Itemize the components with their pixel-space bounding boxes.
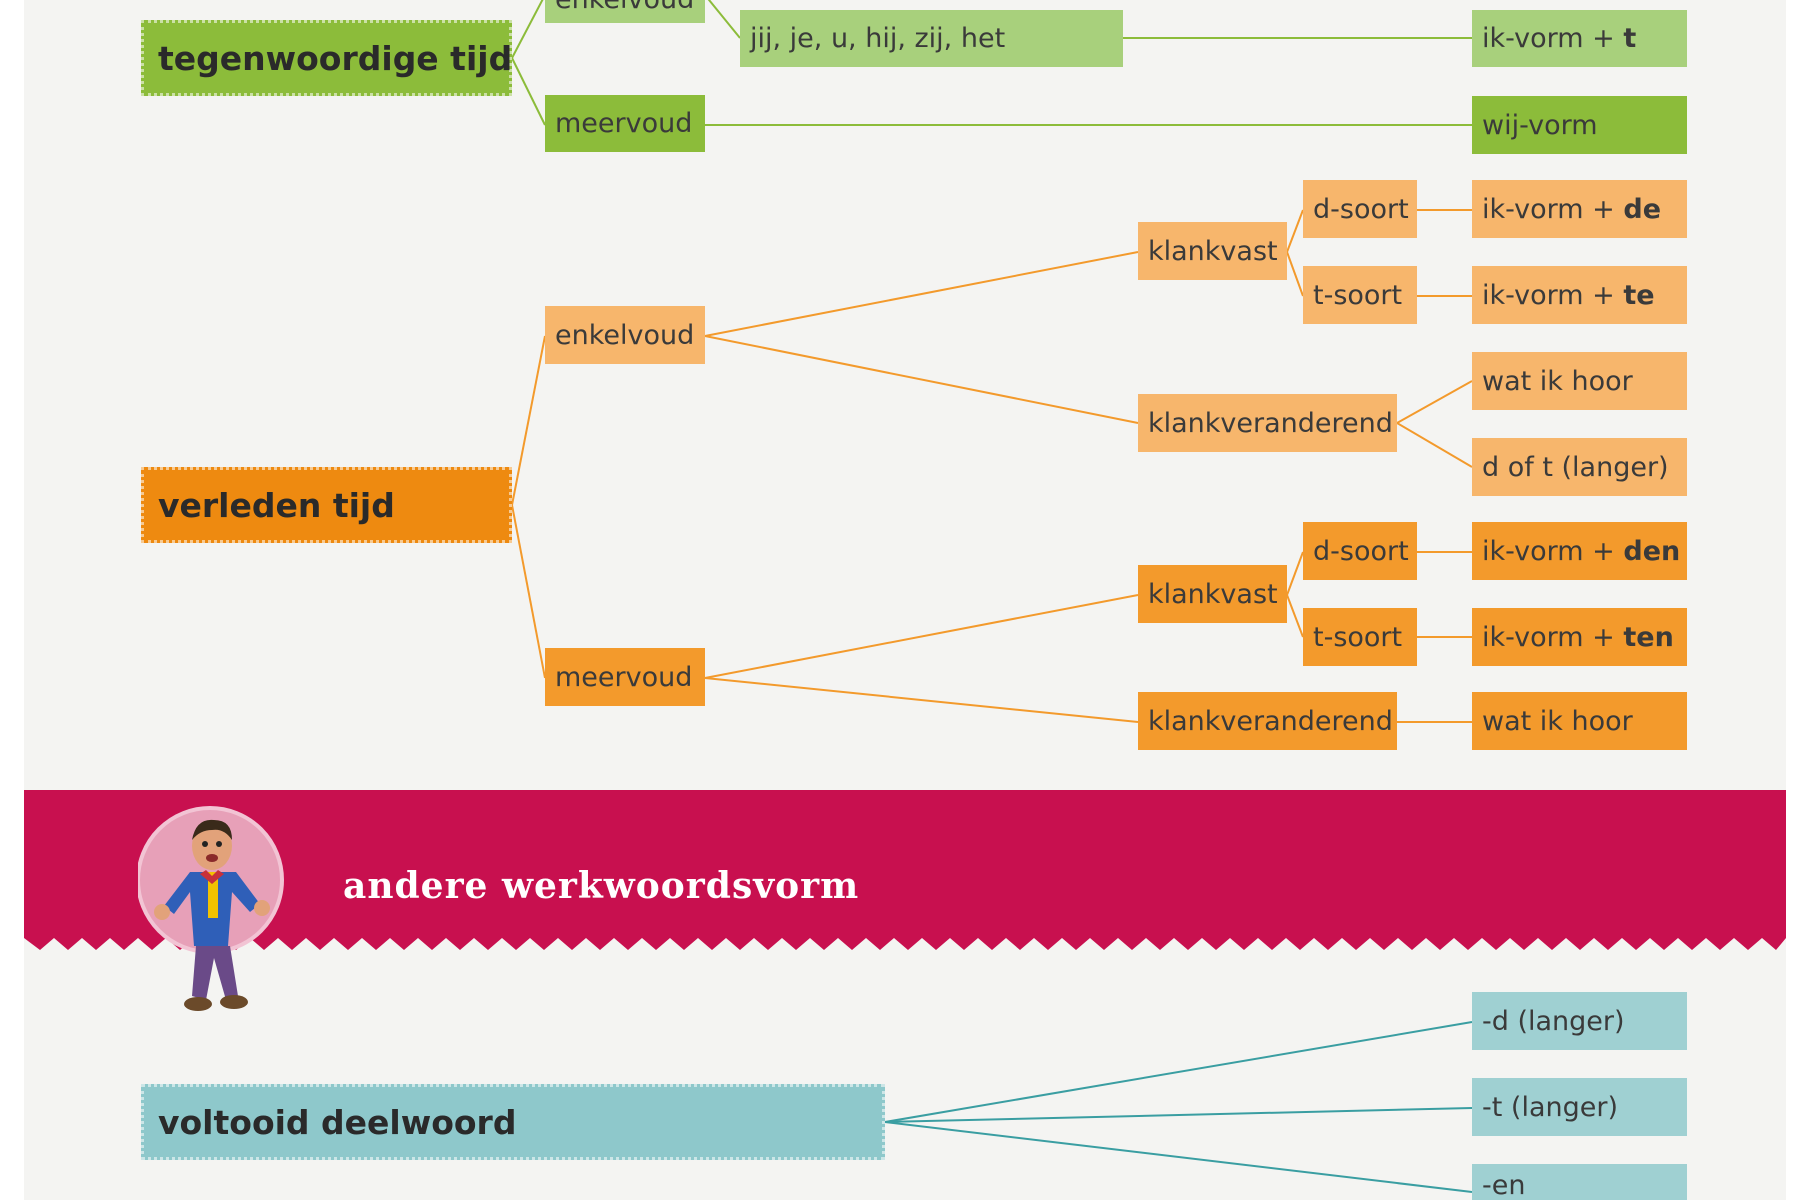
node-past-sg-klankvast: klankvast xyxy=(1138,222,1287,280)
node-past-pl-klankvast: klankvast xyxy=(1138,565,1287,623)
node-present-plural-rule: wij-vorm xyxy=(1472,96,1687,154)
node-participle-t: -t (langer) xyxy=(1472,1078,1687,1136)
node-present-tense: tegenwoordige tijd xyxy=(141,20,512,96)
node-past-tense: verleden tijd xyxy=(141,467,512,543)
node-past-sg-d-rule-ending: de xyxy=(1623,193,1662,225)
node-past-sg-d-rule-base: ik-vorm + xyxy=(1482,193,1615,225)
node-past-participle: voltooid deelwoord xyxy=(141,1084,885,1160)
node-past-sg-t-rule-ending: te xyxy=(1623,279,1655,311)
node-present-persons-rule-ending: t xyxy=(1623,23,1637,54)
line-sg-klankvast xyxy=(704,251,1139,337)
line-present-plural xyxy=(511,57,546,126)
node-past-sg-t-soort-label: t-soort xyxy=(1313,279,1403,311)
line-sg-klankvast-d xyxy=(1286,209,1304,253)
node-past-sg-t-rule-base: ik-vorm + xyxy=(1482,279,1615,311)
node-past-pl-t-soort: t-soort xyxy=(1303,608,1417,666)
node-present-tense-label: tegenwoordige tijd xyxy=(158,38,513,78)
node-past-pl-d-rule: ik-vorm + den xyxy=(1472,522,1687,580)
node-past-pl-d-soort-label: d-soort xyxy=(1313,535,1409,567)
node-past-sg-klankveranderend-label: klankveranderend xyxy=(1148,407,1393,439)
node-past-pl-d-soort: d-soort xyxy=(1303,522,1417,580)
node-past-pl-hoor-label: wat ik hoor xyxy=(1482,705,1633,737)
line-pl-klankvast-t xyxy=(1286,594,1304,638)
node-past-singular: enkelvoud xyxy=(545,306,705,364)
node-past-pl-t-rule: ik-vorm + ten xyxy=(1472,608,1687,666)
node-present-plural-rule-label: wij-vorm xyxy=(1482,109,1598,141)
mascot-body xyxy=(154,819,270,1011)
line-past-singular xyxy=(511,335,546,506)
node-past-plural: meervoud xyxy=(545,648,705,706)
node-past-pl-klankveranderend-label: klankveranderend xyxy=(1148,705,1393,737)
line-past-plural xyxy=(511,504,546,679)
node-past-singular-label: enkelvoud xyxy=(555,319,695,351)
node-past-pl-t-soort-label: t-soort xyxy=(1313,621,1403,653)
node-past-sg-t-soort: t-soort xyxy=(1303,266,1417,324)
line-pl-klankvast-d xyxy=(1286,551,1304,596)
line-sg-kv-hoor xyxy=(1396,380,1473,424)
section-banner xyxy=(24,790,1786,950)
node-past-sg-t-rule: ik-vorm + te xyxy=(1472,266,1687,324)
node-present-plural-label: meervoud xyxy=(555,108,693,139)
node-present-persons-rule: ik-vorm + t xyxy=(1472,10,1687,67)
line-sg-kv-langer xyxy=(1396,422,1473,468)
line-pl-klankvast xyxy=(704,594,1139,679)
line-singular-persons xyxy=(707,0,741,39)
node-past-sg-d-rule: ik-vorm + de xyxy=(1472,180,1687,238)
node-present-plural: meervoud xyxy=(545,95,705,152)
line-participle-en xyxy=(884,1121,1473,1193)
node-past-sg-hoor: wat ik hoor xyxy=(1472,352,1687,410)
banner-zigzag-band xyxy=(24,790,1786,950)
node-present-persons-rule-base: ik-vorm + xyxy=(1482,23,1615,54)
node-past-pl-d-rule-ending: den xyxy=(1623,535,1681,567)
node-present-persons: jij, je, u, hij, zij, het xyxy=(740,10,1123,67)
node-past-plural-label: meervoud xyxy=(555,661,693,693)
node-participle-d-label: -d (langer) xyxy=(1482,1005,1625,1037)
node-past-participle-label: voltooid deelwoord xyxy=(158,1102,517,1142)
node-present-persons-label: jij, je, u, hij, zij, het xyxy=(750,23,1006,54)
line-participle-d xyxy=(884,1021,1473,1123)
node-past-sg-langer-label: d of t (langer) xyxy=(1482,451,1669,483)
node-past-sg-langer: d of t (langer) xyxy=(1472,438,1687,496)
node-participle-en-label: -en xyxy=(1482,1170,1526,1200)
node-past-pl-klankveranderend: klankveranderend xyxy=(1138,692,1397,750)
node-past-tense-label: verleden tijd xyxy=(158,485,395,525)
node-present-singular: enkelvoud xyxy=(545,0,705,23)
banner-title: andere werkwoordsvorm xyxy=(343,865,860,907)
line-present-singular xyxy=(511,0,544,59)
line-participle-t xyxy=(884,1107,1473,1123)
node-past-pl-klankvast-label: klankvast xyxy=(1148,578,1278,610)
node-past-pl-d-rule-base: ik-vorm + xyxy=(1482,535,1615,567)
node-past-pl-hoor: wat ik hoor xyxy=(1472,692,1687,750)
line-pl-klankveranderend xyxy=(704,677,1139,723)
node-past-pl-t-rule-base: ik-vorm + xyxy=(1482,621,1615,653)
node-past-sg-d-soort: d-soort xyxy=(1303,180,1417,238)
mascot-figure xyxy=(138,806,284,1011)
node-participle-t-label: -t (langer) xyxy=(1482,1091,1618,1123)
node-participle-d: -d (langer) xyxy=(1472,992,1687,1050)
node-past-sg-d-soort-label: d-soort xyxy=(1313,193,1409,225)
line-sg-klankvast-t xyxy=(1286,251,1304,297)
node-participle-en: -en xyxy=(1472,1164,1687,1200)
node-past-sg-klankvast-label: klankvast xyxy=(1148,235,1278,267)
node-past-pl-t-rule-ending: ten xyxy=(1623,621,1674,653)
node-past-sg-hoor-label: wat ik hoor xyxy=(1482,365,1633,397)
line-sg-klankveranderend xyxy=(704,335,1139,424)
node-past-sg-klankveranderend: klankveranderend xyxy=(1138,394,1397,452)
node-present-singular-label: enkelvoud xyxy=(555,0,694,15)
